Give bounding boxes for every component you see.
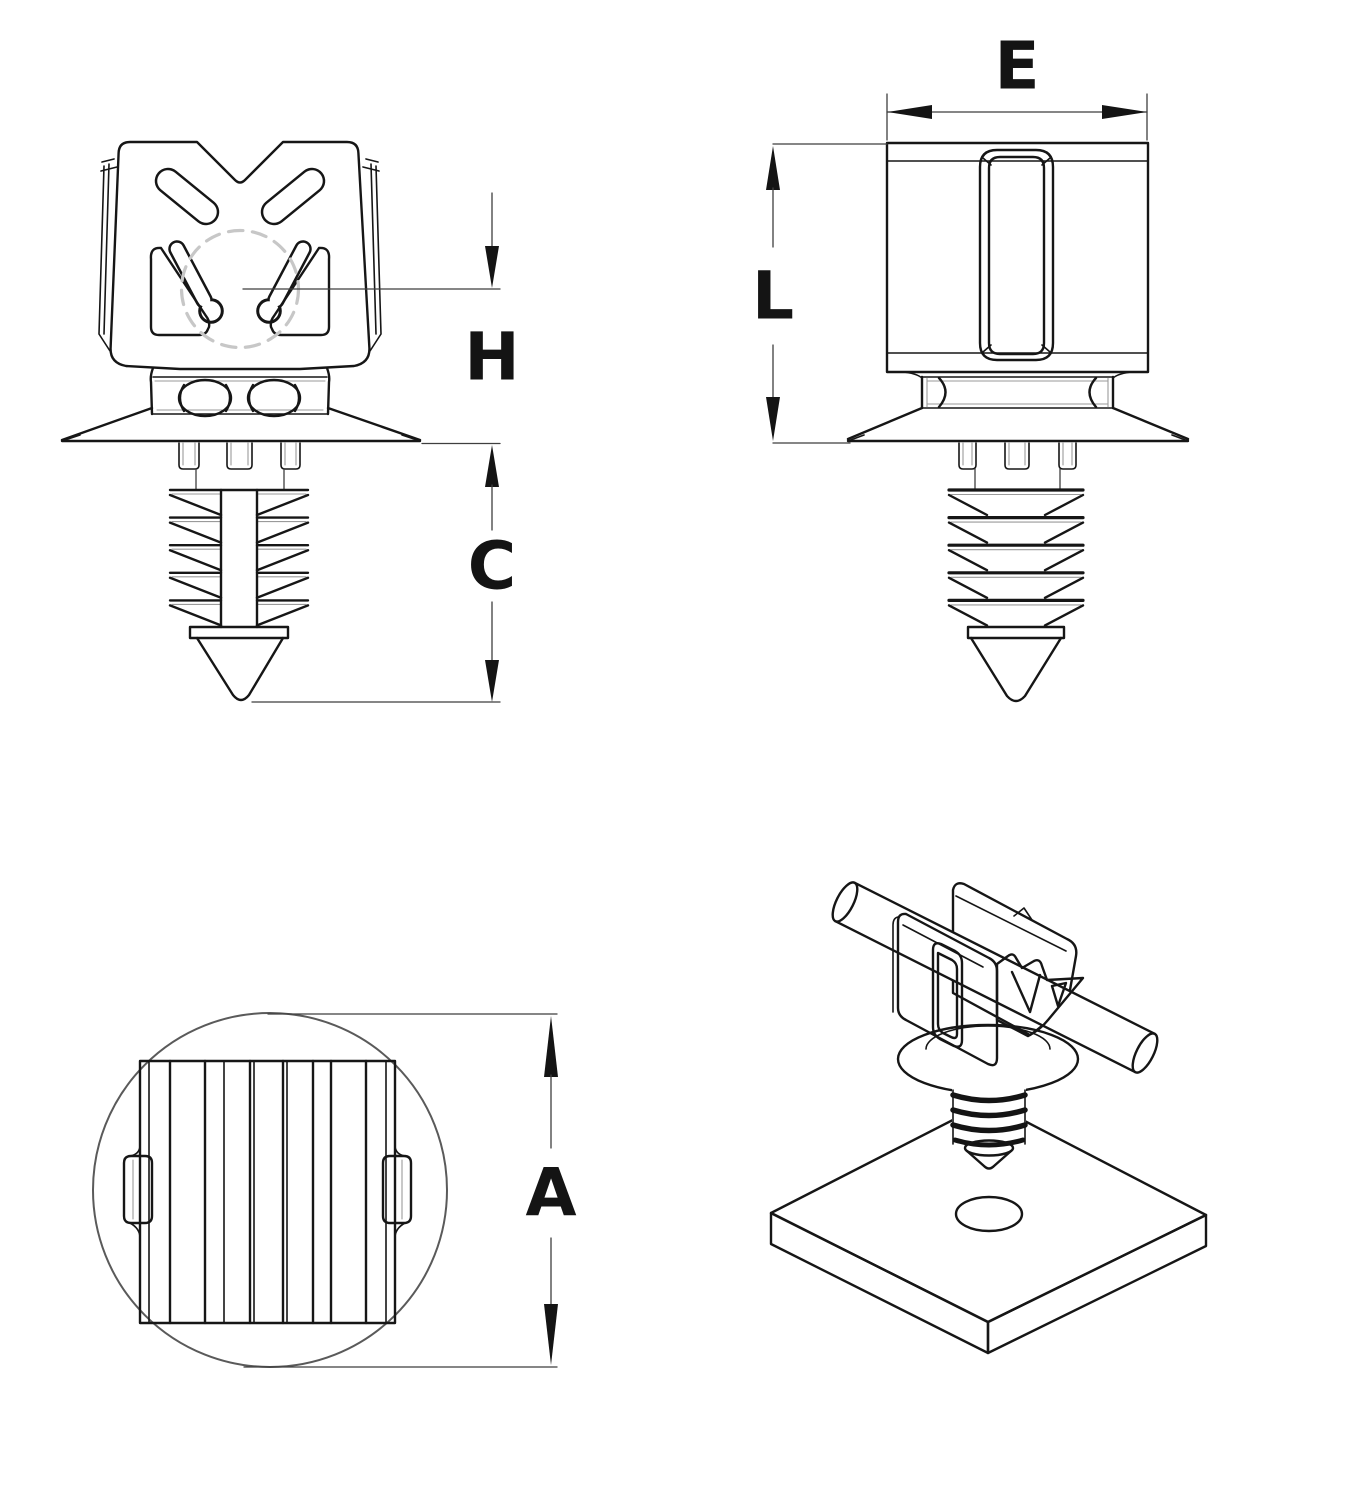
dim-label-L: L [752, 258, 794, 335]
cable-rod [831, 881, 1159, 1074]
flange [60, 406, 422, 443]
fir-tip-cone [195, 636, 285, 702]
neck [149, 366, 331, 418]
plate-top-face [769, 1100, 1208, 1324]
plate-hole [954, 1195, 1024, 1233]
top-tab-left [122, 1142, 154, 1241]
arrow-left-icon [887, 105, 932, 119]
washer-flange [896, 1023, 1080, 1095]
side-flap-right [362, 158, 382, 352]
loop-slot-side [978, 148, 1055, 362]
corner-cutout-right [269, 246, 331, 337]
rod-end-cap-right [1131, 1032, 1159, 1074]
flange-tabs-side [958, 442, 1077, 490]
dimension-E: E [886, 28, 1148, 141]
finger-slot-right [256, 240, 312, 324]
arrow-up-icon [766, 146, 780, 190]
dim-label-H: H [464, 319, 519, 396]
fir-tree-front [168, 488, 310, 702]
mounting-plate [769, 1100, 1208, 1355]
ext-lines [886, 93, 1148, 141]
dimension-L: L [752, 143, 888, 444]
arrow-down-icon [766, 397, 780, 441]
finger-slot-left [168, 240, 224, 324]
neck-side [901, 371, 1134, 410]
arrow-right-icon [1102, 105, 1147, 119]
flange-side [846, 406, 1190, 443]
dimension-A: A [243, 1013, 577, 1368]
top-ridges [148, 1059, 387, 1325]
arrow-down-icon [544, 1304, 558, 1365]
fir-tree-iso [950, 1085, 1028, 1179]
top-tab-right [381, 1142, 413, 1241]
side-view [846, 141, 1190, 703]
dim-label-A: A [525, 1155, 576, 1232]
dimension-H: H [242, 192, 520, 531]
clip-front-wall [892, 912, 999, 1067]
top-view [92, 1012, 448, 1368]
washer-inner-edge [925, 1025, 1051, 1050]
upper-slot-right [260, 167, 326, 226]
fir-tip-cone-iso [965, 1149, 1013, 1170]
side-flap-left [98, 158, 118, 352]
retainer-oval-right [246, 378, 302, 418]
dim-label-C: C [468, 528, 516, 605]
installed-view [769, 881, 1208, 1355]
arrow-up-icon [485, 445, 499, 487]
clip-gusset-wall [995, 953, 1085, 1038]
fir-tip-cone-side [969, 636, 1063, 703]
retainer-oval-left [177, 378, 233, 418]
plate-side-right [986, 1213, 1208, 1355]
clip-body-top [138, 1059, 397, 1325]
fir-tree-side [947, 488, 1085, 703]
plate-side-left [769, 1211, 990, 1355]
arrow-down-icon [485, 246, 499, 288]
flange-tabs [178, 442, 301, 490]
dim-label-E: E [994, 28, 1039, 105]
rod-end-cap-left [831, 881, 859, 923]
arrow-up-icon [544, 1016, 558, 1077]
clip-body-side [885, 141, 1150, 374]
arrow-down-icon [485, 660, 499, 702]
clip-head-outline [109, 140, 371, 371]
front-view [60, 140, 422, 702]
dimension-C: C [251, 528, 516, 703]
upper-slot-left [154, 167, 220, 226]
corner-cutout-left [149, 246, 211, 337]
